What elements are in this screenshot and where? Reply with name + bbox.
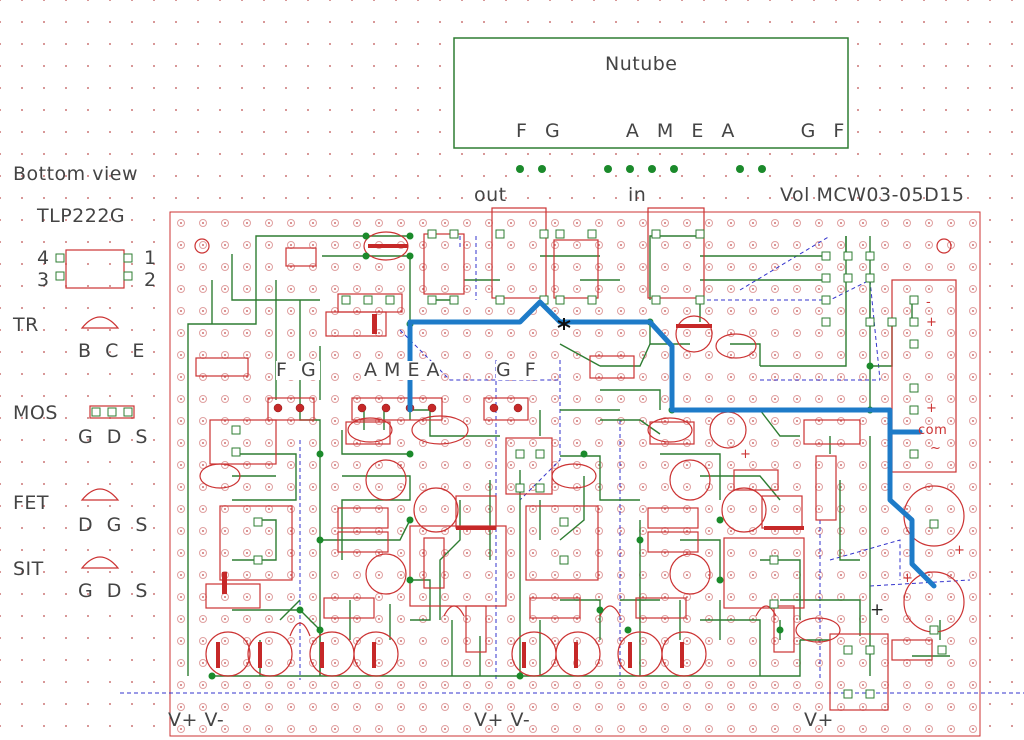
header-amea-label: A M E A: [364, 359, 441, 381]
power-label-middle: V+ V-: [474, 709, 531, 731]
nutube-pin-labels: F G A M E A G F: [516, 120, 851, 142]
in-label: in: [628, 184, 647, 206]
mos-pins: G D S: [78, 426, 152, 448]
out-label: out: [474, 184, 507, 206]
mount-hole: [936, 238, 952, 254]
tlp-label: TLP222G: [37, 205, 126, 227]
vol-label: Vol MCW03-05D15: [780, 184, 965, 206]
com-label: com: [918, 423, 948, 438]
asterisk-marker: [557, 318, 571, 330]
component-outlines: [65, 207, 965, 711]
plus-mark: +: [954, 543, 966, 558]
tilde-mark: ~: [930, 441, 942, 456]
tr-label: TR: [13, 314, 39, 336]
fet-pins: D G S: [78, 514, 152, 536]
tlp-pin4: 4: [37, 247, 50, 269]
mos-label: MOS: [13, 402, 58, 424]
nutube-outline: [453, 37, 849, 149]
power-label-left: V+ V-: [168, 709, 225, 731]
plus-mark: +: [870, 600, 885, 620]
header-gf-label: G F: [496, 359, 540, 381]
sit-pins: G D S: [78, 580, 152, 602]
nutube-title: Nutube: [605, 53, 678, 75]
mount-hole: [194, 238, 210, 254]
bottom-view-label: Bottom view: [13, 163, 138, 185]
fet-label: FET: [13, 492, 50, 514]
minus-mark: -: [926, 295, 932, 310]
header-fg-label: F G: [276, 359, 320, 381]
sit-label: SIT: [13, 558, 44, 580]
tlp-pin2: 2: [144, 269, 157, 291]
plus-mark: +: [902, 571, 914, 586]
plus-mark: +: [740, 447, 752, 462]
nutube-pin-dots: [516, 165, 766, 173]
polarity-bars: [216, 244, 804, 668]
thick-signal-wire: [407, 299, 937, 589]
plus-mark: +: [926, 315, 938, 330]
power-label-right: V+: [804, 709, 834, 731]
plus-mark: +: [926, 401, 938, 416]
tlp-pin3: 3: [37, 269, 50, 291]
tlp-pin1: 1: [144, 247, 157, 269]
tr-pins: B C E: [78, 340, 149, 362]
square-pads: [55, 229, 947, 699]
